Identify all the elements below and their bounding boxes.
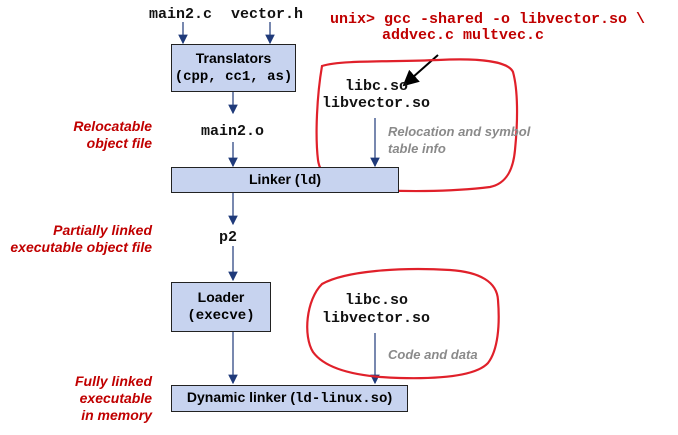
fully-linked-label: Fully linked executable in memory bbox=[40, 373, 152, 424]
loader-command: (execve) bbox=[187, 308, 255, 324]
relocation-note-line-1: Relocation and symbol bbox=[388, 124, 531, 139]
libc-so-top: libc.so bbox=[345, 78, 409, 95]
red-outline-top bbox=[315, 58, 519, 193]
p2-label: p2 bbox=[219, 229, 238, 246]
gcc-command-line-1: unix> gcc -shared -o libvector.so \ bbox=[330, 11, 646, 28]
full-line-2: executable bbox=[79, 390, 152, 406]
red-outline-bottom bbox=[306, 267, 500, 380]
translators-box: Translators (cpp, cc1, as) bbox=[171, 44, 296, 92]
code-and-data-note: Code and data bbox=[388, 347, 478, 362]
translators-title: Translators bbox=[195, 50, 272, 66]
linker-label: Linker ( bbox=[248, 170, 300, 187]
relocatable-label: Relocatable object file bbox=[20, 118, 152, 152]
full-line-1: Fully linked bbox=[74, 373, 152, 389]
partial-line-1: Partially linked bbox=[53, 222, 152, 238]
vector-header-label: vector.h bbox=[231, 6, 304, 23]
dynamic-linker-label: Dynamic linker ( bbox=[186, 389, 296, 405]
loader-box: Loader (execve) bbox=[171, 282, 271, 332]
libvector-so-top: libvector.so bbox=[322, 95, 431, 112]
loader-title: Loader bbox=[197, 289, 245, 305]
gcc-command-line-2: addvec.c multvec.c bbox=[382, 27, 545, 44]
dynamic-linker-command: ld-linux.so bbox=[295, 391, 388, 407]
main-source-label: main2.c bbox=[149, 6, 213, 23]
partially-linked-label: Partially linked executable object file bbox=[4, 222, 152, 256]
linker-box: Linker (ld) bbox=[171, 167, 399, 193]
relocatable-line-2: object file bbox=[86, 135, 152, 151]
main-object-label: main2.o bbox=[201, 123, 265, 140]
partial-line-2: executable object file bbox=[10, 239, 152, 255]
relocation-note-line-2: table info bbox=[388, 141, 446, 156]
dynamic-linker-box: Dynamic linker (ld-linux.so) bbox=[171, 385, 408, 412]
relocation-note: Relocation and symbol table info bbox=[388, 123, 530, 157]
translators-tools: (cpp, cc1, as) bbox=[174, 69, 293, 85]
full-line-3: in memory bbox=[81, 407, 152, 423]
relocatable-line-1: Relocatable bbox=[73, 118, 152, 134]
linker-command: ld bbox=[299, 172, 317, 189]
libc-so-bottom: libc.so bbox=[345, 292, 409, 309]
linker-close: ) bbox=[316, 170, 322, 187]
libvector-so-bottom: libvector.so bbox=[322, 310, 431, 327]
dynamic-linker-close: ) bbox=[387, 389, 393, 405]
